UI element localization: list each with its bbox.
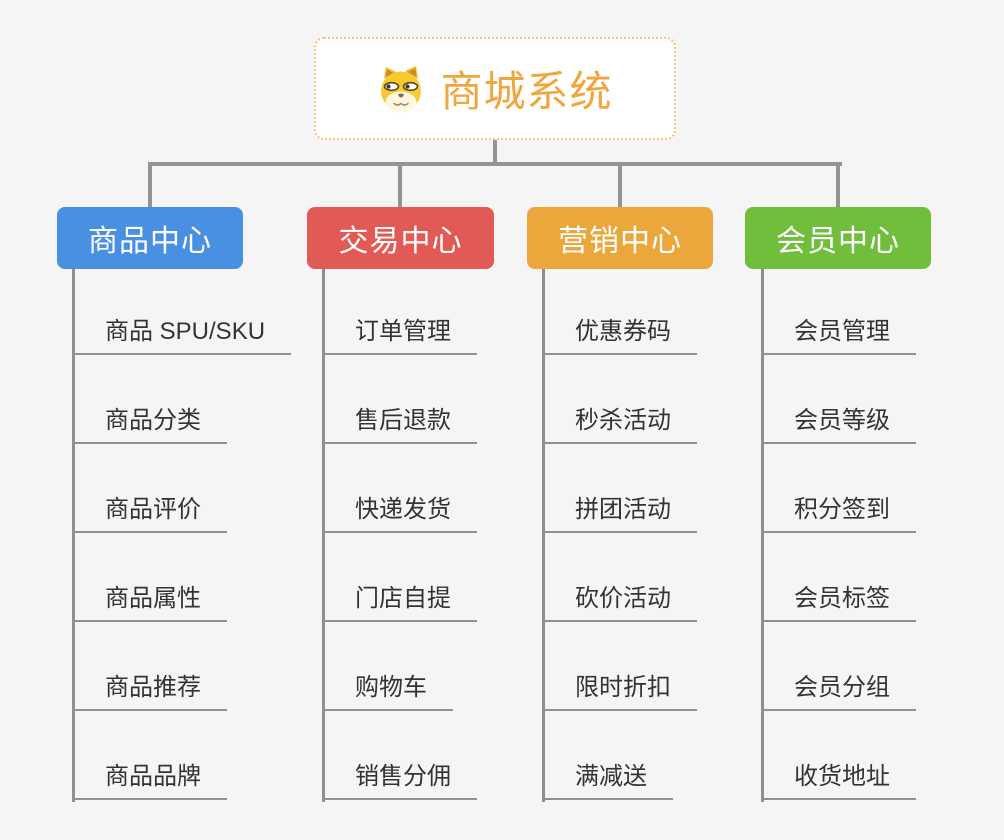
topic-item[interactable]: 会员等级 [761, 408, 916, 444]
branch-children-marketing: 优惠券码 秒杀活动 拼团活动 砍价活动 限时折扣 满减送 [542, 269, 802, 809]
topic-item[interactable]: 商品推荐 [72, 675, 227, 711]
dog-icon [381, 65, 422, 112]
topic-item[interactable]: 订单管理 [322, 319, 477, 355]
topic-item[interactable]: 商品评价 [72, 497, 227, 533]
connector-stub-trade [398, 166, 402, 208]
topic-item[interactable]: 快递发货 [322, 497, 477, 533]
topic-item[interactable]: 会员分组 [761, 675, 916, 711]
connector-trunk [542, 269, 545, 802]
branch-children-product: 商品 SPU/SKU 商品分类 商品评价 商品属性 商品推荐 商品品牌 [72, 269, 332, 809]
branch-children-trade: 订单管理 售后退款 快递发货 门店自提 购物车 销售分佣 [322, 269, 582, 809]
root-title: 商城系统 [440, 68, 613, 115]
branch-node-marketing[interactable]: 营销中心 [527, 207, 713, 269]
connector-stub-marketing [618, 166, 622, 208]
connector-root-stub [493, 140, 497, 166]
topic-item[interactable]: 商品 SPU/SKU [72, 319, 292, 355]
branch-children-member: 会员管理 会员等级 积分签到 会员标签 会员分组 收货地址 [761, 269, 1004, 809]
topic-item[interactable]: 门店自提 [322, 586, 477, 622]
branch-label: 营销中心 [558, 225, 682, 258]
topic-item[interactable]: 销售分佣 [322, 764, 477, 800]
branch-node-trade[interactable]: 交易中心 [307, 207, 494, 269]
topic-item[interactable]: 满减送 [542, 764, 673, 800]
topic-item[interactable]: 优惠券码 [542, 319, 697, 355]
connector-stub-member [836, 166, 840, 208]
branch-node-product[interactable]: 商品中心 [57, 207, 243, 269]
connector-trunk [761, 269, 764, 802]
topic-item[interactable]: 商品分类 [72, 408, 227, 444]
topic-item[interactable]: 商品属性 [72, 586, 227, 622]
topic-item[interactable]: 积分签到 [761, 497, 916, 533]
topic-item[interactable]: 限时折扣 [542, 675, 697, 711]
topic-item[interactable]: 会员管理 [761, 319, 916, 355]
topic-item[interactable]: 砍价活动 [542, 586, 697, 622]
root-node[interactable]: 商城系统 [314, 37, 676, 140]
branch-node-member[interactable]: 会员中心 [745, 207, 931, 269]
topic-item[interactable]: 拼团活动 [542, 497, 697, 533]
connector-stub-product [148, 166, 152, 208]
connector-trunk [72, 269, 75, 802]
topic-item[interactable]: 会员标签 [761, 586, 916, 622]
topic-item[interactable]: 秒杀活动 [542, 408, 697, 444]
connector-bus [148, 162, 842, 166]
topic-item[interactable]: 收货地址 [761, 764, 916, 800]
branch-label: 商品中心 [88, 225, 212, 258]
topic-item[interactable]: 购物车 [322, 675, 453, 711]
connector-trunk [322, 269, 325, 802]
topic-item[interactable]: 售后退款 [322, 408, 477, 444]
topic-item[interactable]: 商品品牌 [72, 764, 227, 800]
branch-label: 交易中心 [338, 225, 463, 258]
branch-label: 会员中心 [776, 225, 900, 258]
